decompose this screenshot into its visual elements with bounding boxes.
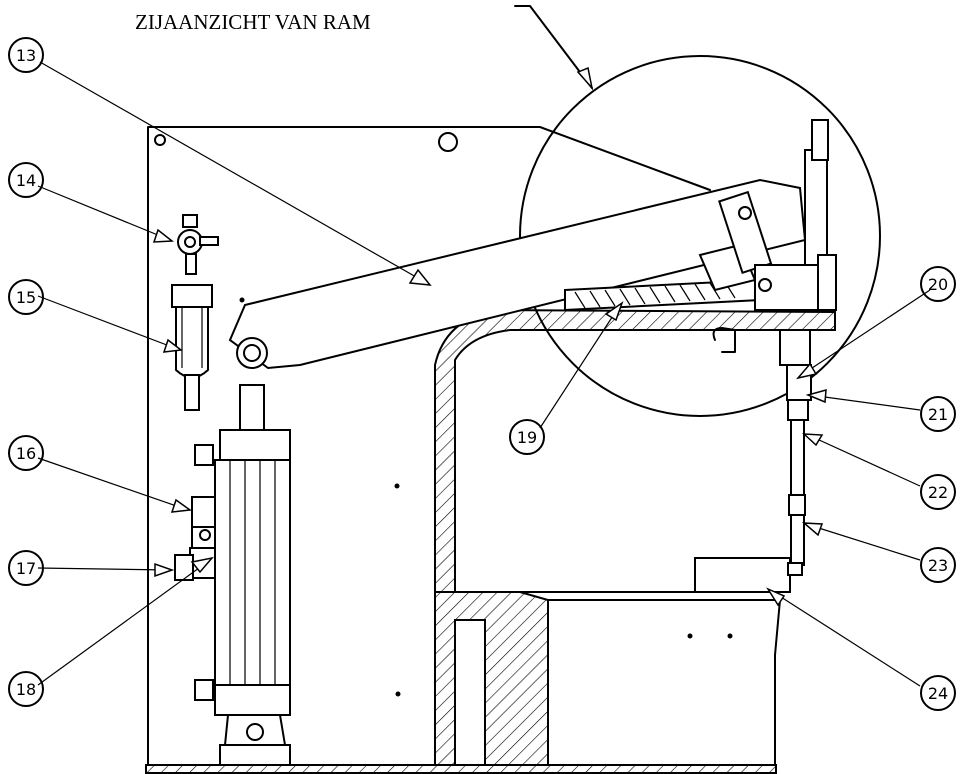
balloon-22: 22 bbox=[920, 474, 956, 510]
balloon-13: 13 bbox=[8, 37, 44, 73]
balloon-15: 15 bbox=[8, 279, 44, 315]
main-frame bbox=[147, 126, 733, 766]
balloon-20-label: 20 bbox=[928, 275, 948, 294]
balloon-14: 14 bbox=[8, 162, 44, 198]
balloon-16-label: 16 bbox=[16, 444, 36, 463]
balloon-19: 19 bbox=[509, 419, 545, 455]
arm bbox=[228, 178, 807, 370]
balloon-20: 20 bbox=[920, 266, 956, 302]
balloon-19-label: 19 bbox=[517, 428, 537, 447]
balloon-13-label: 13 bbox=[16, 46, 36, 65]
base-plate bbox=[145, 764, 777, 774]
balloon-16: 16 bbox=[8, 435, 44, 471]
balloon-17: 17 bbox=[8, 550, 44, 586]
ram-rod bbox=[786, 364, 812, 576]
valve bbox=[177, 214, 219, 275]
c-frame-section bbox=[434, 308, 836, 766]
balloon-21-label: 21 bbox=[928, 405, 948, 424]
balloon-17-label: 17 bbox=[16, 559, 36, 578]
balloon-24-label: 24 bbox=[928, 684, 948, 703]
title-leader bbox=[514, 5, 593, 89]
leaders bbox=[37, 61, 931, 687]
balloon-18: 18 bbox=[8, 671, 44, 707]
filter bbox=[171, 284, 213, 411]
detail-circle bbox=[519, 55, 881, 417]
balloon-22-label: 22 bbox=[928, 483, 948, 502]
title-leader-arrow bbox=[576, 66, 594, 91]
balloon-18-label: 18 bbox=[16, 680, 36, 699]
balloon-14-label: 14 bbox=[16, 171, 36, 190]
drawing-title: ZIJAANZICHT VAN RAM bbox=[135, 10, 371, 34]
ram-head bbox=[712, 119, 837, 366]
balloon-24: 24 bbox=[920, 675, 956, 711]
balloon-21: 21 bbox=[920, 396, 956, 432]
balloon-15-label: 15 bbox=[16, 288, 36, 307]
balloon-23-label: 23 bbox=[928, 556, 948, 575]
cylinder bbox=[194, 384, 291, 766]
balloon-23: 23 bbox=[920, 547, 956, 583]
